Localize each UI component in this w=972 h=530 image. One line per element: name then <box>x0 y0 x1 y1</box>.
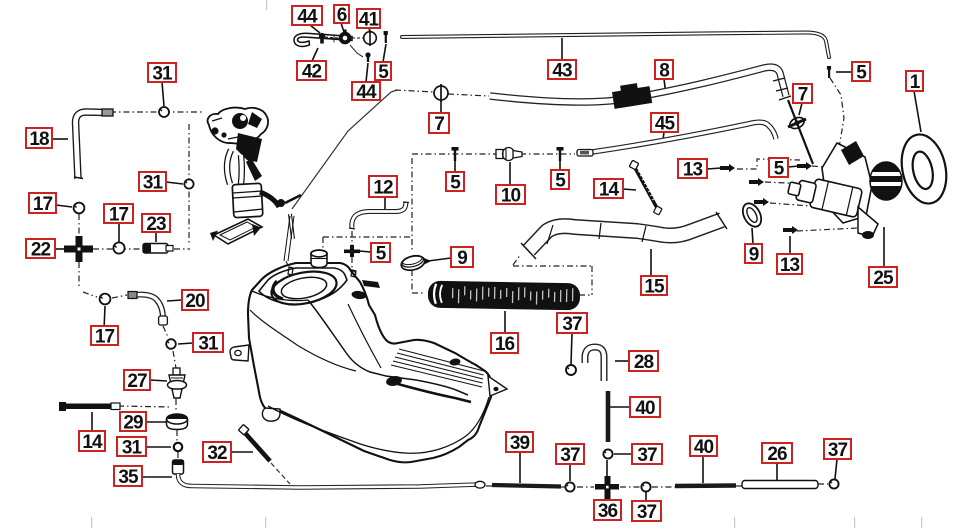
svg-text:32: 32 <box>207 443 227 464</box>
svg-text:36: 36 <box>598 501 618 522</box>
svg-text:35: 35 <box>118 467 139 488</box>
svg-text:17: 17 <box>109 204 129 225</box>
svg-text:7: 7 <box>798 84 808 105</box>
svg-text:31: 31 <box>143 172 164 193</box>
svg-text:9: 9 <box>749 244 759 265</box>
svg-text:12: 12 <box>373 177 393 198</box>
svg-text:22: 22 <box>31 239 51 260</box>
svg-text:31: 31 <box>122 437 143 458</box>
svg-text:9: 9 <box>457 248 467 269</box>
svg-text:43: 43 <box>552 60 572 81</box>
svg-text:5: 5 <box>378 62 389 83</box>
svg-text:39: 39 <box>510 433 530 454</box>
svg-text:25: 25 <box>873 268 894 289</box>
svg-text:40: 40 <box>694 437 714 458</box>
svg-text:37: 37 <box>828 440 848 461</box>
svg-text:14: 14 <box>599 179 620 200</box>
svg-text:7: 7 <box>434 114 444 135</box>
svg-text:29: 29 <box>123 412 143 433</box>
svg-text:6: 6 <box>337 5 347 26</box>
svg-text:16: 16 <box>495 334 515 355</box>
svg-text:1: 1 <box>910 72 921 93</box>
svg-text:44: 44 <box>356 82 377 103</box>
svg-text:37: 37 <box>637 502 657 523</box>
svg-text:27: 27 <box>127 371 147 392</box>
svg-text:31: 31 <box>152 63 173 84</box>
svg-text:40: 40 <box>635 398 655 419</box>
svg-text:42: 42 <box>302 61 322 82</box>
svg-text:31: 31 <box>198 333 219 354</box>
svg-text:14: 14 <box>82 432 103 453</box>
svg-text:37: 37 <box>562 314 582 335</box>
svg-text:13: 13 <box>683 159 703 180</box>
svg-text:5: 5 <box>376 243 387 264</box>
svg-text:26: 26 <box>767 444 787 465</box>
svg-text:8: 8 <box>659 60 669 81</box>
svg-text:5: 5 <box>555 170 566 191</box>
svg-text:41: 41 <box>359 9 380 30</box>
svg-text:5: 5 <box>450 172 461 193</box>
svg-text:45: 45 <box>655 113 676 134</box>
svg-text:17: 17 <box>95 326 115 347</box>
svg-text:37: 37 <box>560 445 580 466</box>
svg-text:13: 13 <box>780 255 800 276</box>
svg-text:15: 15 <box>644 276 665 297</box>
svg-text:44: 44 <box>297 6 318 27</box>
svg-text:37: 37 <box>637 445 657 466</box>
svg-text:5: 5 <box>856 62 867 83</box>
svg-text:20: 20 <box>185 291 205 312</box>
svg-text:23: 23 <box>146 214 166 235</box>
svg-text:10: 10 <box>501 185 521 206</box>
svg-text:28: 28 <box>634 352 654 373</box>
svg-text:17: 17 <box>33 194 53 215</box>
svg-text:18: 18 <box>29 129 49 150</box>
svg-text:5: 5 <box>774 158 785 179</box>
